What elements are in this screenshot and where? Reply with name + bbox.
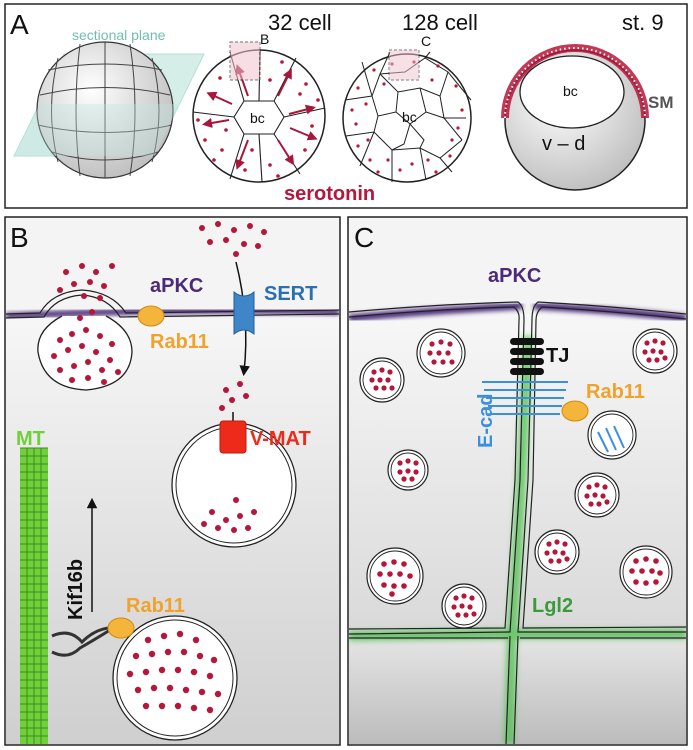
apkc-label-b: aPKC [150, 275, 203, 297]
embryo-blastomere-lines [37, 41, 173, 178]
panel-c-membranes [349, 301, 686, 744]
panel-c: C aPKC TJ E-cad Rab11 Lgl2 [347, 216, 688, 746]
microtubule [20, 447, 48, 744]
section-32-serotonin-dots [196, 60, 320, 178]
ecad-recycling-vesicle [597, 425, 625, 453]
serotonin-label: serotonin [284, 183, 375, 205]
kif16b-label: Kif16b [65, 559, 87, 620]
panel-b-letter: B [10, 222, 29, 253]
stage-128-cell-label: 128 cell [402, 10, 478, 35]
sm-label: SM [648, 93, 674, 112]
panel-c-letter: C [354, 222, 374, 253]
stage-9-superficial-dots [504, 47, 646, 119]
ecad-label: E-cad [475, 394, 497, 448]
vesicle-serotonin [201, 497, 257, 533]
tight-junction [510, 338, 544, 375]
panel-b-apical-membrane [6, 289, 339, 315]
sectional-plane-front [14, 104, 180, 156]
stage-9-label: st. 9 [622, 10, 664, 35]
lgl2-label: Lgl2 [532, 595, 573, 617]
vd-axis-label: v – d [542, 133, 585, 155]
extracellular-serotonin [199, 221, 267, 257]
apkc-label-c: aPKC [488, 265, 541, 287]
stage-32-cell-label: 32 cell [268, 10, 332, 35]
vmat-label: V-MAT [250, 428, 311, 450]
rab11-top-label: Rab11 [150, 331, 209, 353]
sert-label: SERT [264, 283, 317, 305]
embryo-illustration: sectional plane [13, 27, 205, 179]
section-128-serotonin-dots [350, 60, 464, 174]
rab11-bottom-marker [107, 617, 135, 639]
section-stage-9: st. 9 bc v – d SM [501, 10, 674, 191]
section-32-cell: 32 cell bc [192, 10, 332, 183]
bc-label-128: bc [402, 109, 417, 125]
section-128-cell: 128 cell [342, 10, 478, 183]
bc-label-st9: bc [563, 83, 578, 99]
panel-b: B aPKC SERT Rab11 V-MAT MT Kif16b Rab11 [4, 216, 341, 746]
rab11-c-label: Rab11 [586, 381, 645, 403]
box-c-label: C [421, 33, 431, 49]
stage-9-blastocoel [519, 55, 625, 129]
kif16b-motor [51, 626, 111, 657]
box-b-label: B [260, 31, 269, 47]
transport-vesicle-inner [116, 619, 234, 737]
box-c-marker [388, 49, 420, 81]
panel-c-vesicle-inner [362, 331, 675, 626]
rab11-bottom-label: Rab11 [126, 595, 185, 617]
tj-label: TJ [546, 345, 569, 367]
section-128-cell-walls [344, 51, 472, 182]
vmat-transporter [219, 420, 247, 454]
e-cadherin-bonds [482, 381, 568, 415]
transport-vesicle [112, 615, 238, 741]
lgl2-glow [349, 335, 686, 744]
rab11-c-marker [561, 400, 589, 422]
panel-a-letter: A [10, 9, 29, 40]
transport-vesicle-serotonin [126, 630, 222, 714]
exocytosis-vesicle [37, 315, 133, 391]
mt-label: MT [16, 428, 45, 450]
rab11-top-marker [137, 305, 165, 327]
exocytosis-serotonin [51, 309, 121, 385]
cytosolic-serotonin [219, 381, 249, 411]
sert-transporter [233, 290, 255, 336]
panel-a: A sectional plane 32 cell [4, 3, 688, 209]
box-b-marker [229, 41, 261, 81]
panel-c-vesicle-serotonin [369, 338, 668, 618]
bc-label-32: bc [250, 110, 265, 126]
released-serotonin [57, 263, 115, 301]
sectional-plane-label: sectional plane [72, 27, 166, 43]
